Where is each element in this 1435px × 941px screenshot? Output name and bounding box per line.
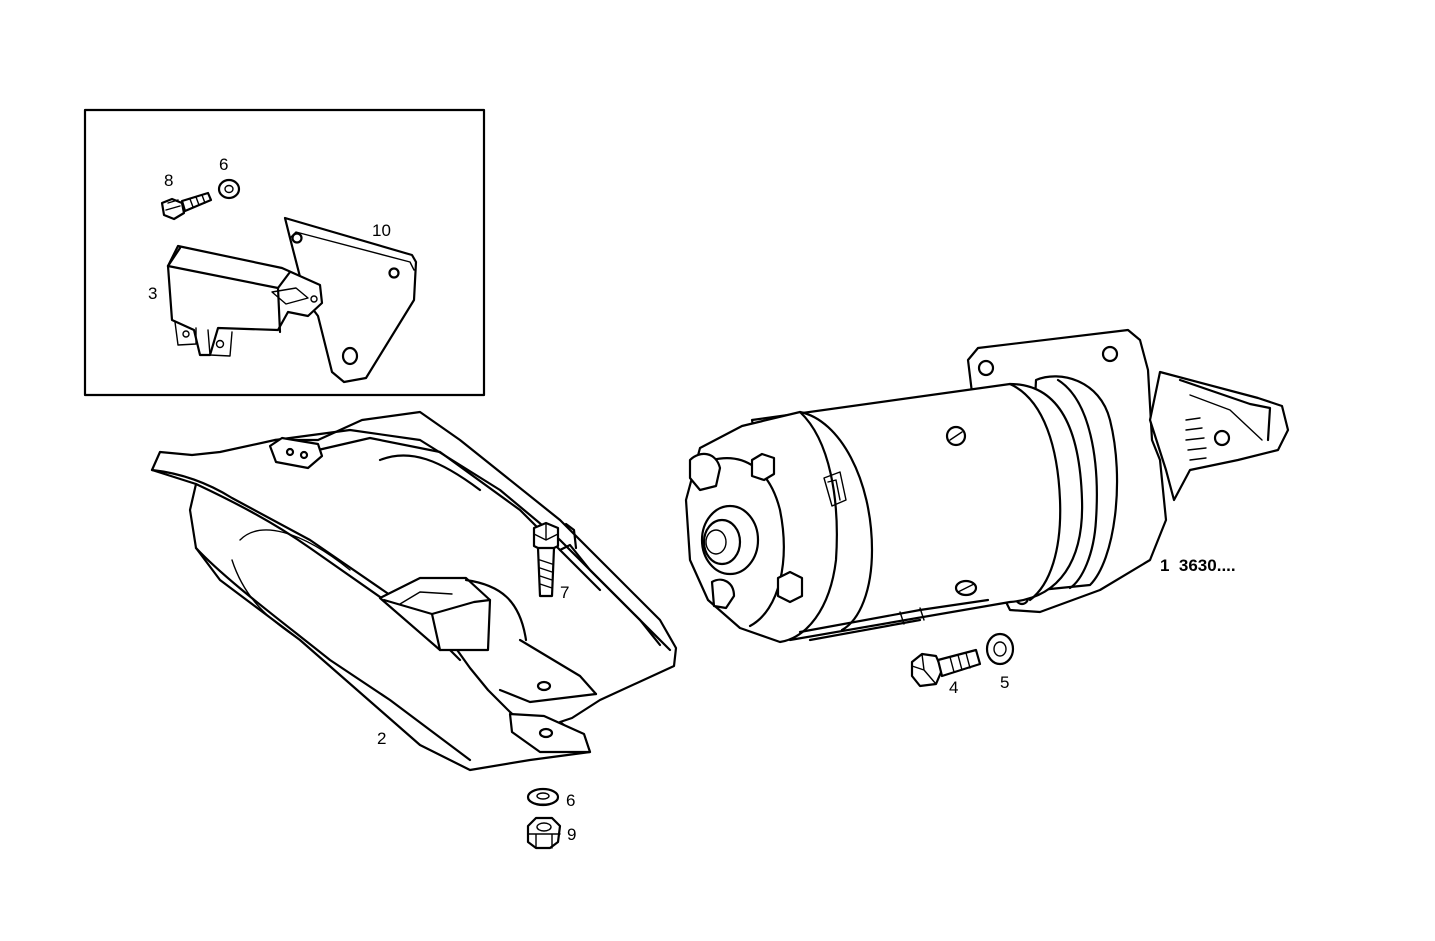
callout-inset-bracket: 10: [372, 221, 391, 240]
heat-shield-cover: [150, 410, 678, 772]
callout-inset-screw: 8: [164, 171, 173, 190]
starter-motor: [684, 328, 1290, 644]
reference-code: 1 3630....: [1160, 556, 1236, 575]
callout-starter-washer: 5: [1000, 673, 1009, 692]
inset-box: [83, 108, 486, 397]
callout-cover-bolt: 7: [560, 583, 569, 602]
flat-washer: [526, 787, 560, 807]
starter-washer: [985, 632, 1015, 666]
callout-inset-relay: 3: [148, 284, 157, 303]
relay: [166, 244, 324, 357]
inset-screw: [160, 191, 213, 221]
starter-bolt: [910, 648, 982, 688]
callout-washer-bottom: 6: [566, 791, 575, 810]
callout-starter-bolt: 4: [949, 678, 958, 697]
callout-cover: 2: [377, 729, 386, 748]
cover-bolt: [532, 521, 560, 598]
callout-inset-washer: 6: [219, 155, 228, 174]
hex-nut: [526, 816, 562, 850]
inset-washer: [217, 178, 241, 200]
callout-nut-bottom: 9: [567, 825, 576, 844]
